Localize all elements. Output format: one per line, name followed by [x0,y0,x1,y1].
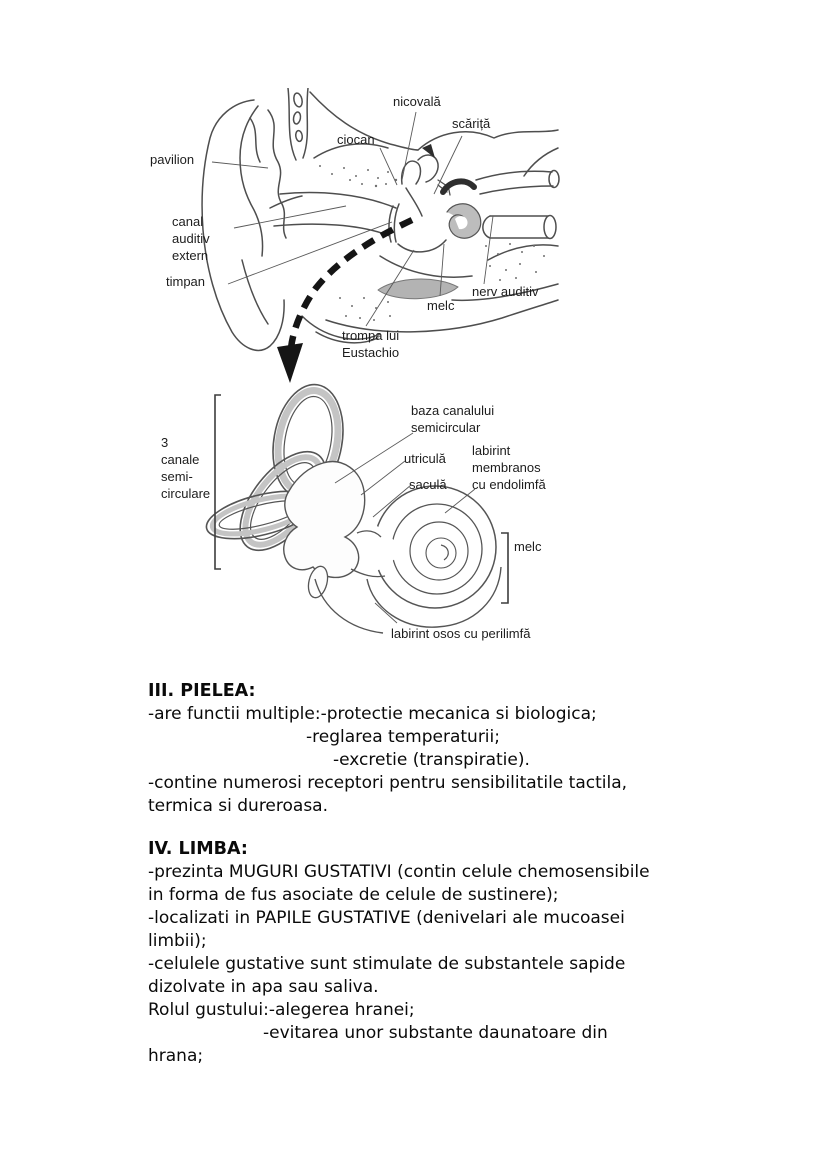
bone-stipple-dots [319,165,545,321]
vestibule-shape [283,460,366,579]
text-line: limbii); [148,931,207,951]
section-limba: IV. LIMBA: -prezinta MUGURI GUSTATIVI (c… [148,838,758,1068]
text-line: -excretie (transpiratie). [333,750,530,770]
label-3-canale: 3 canale semi- circulare [161,435,211,501]
label-scarita: scăriță [452,116,491,131]
label-utricula: utriculă [404,451,446,466]
label-melc: melc [427,298,455,313]
label-labirint-membranos: labirint membranos cu endolimfă [472,443,546,492]
text-line: -contine numerosi receptori pentru sensi… [148,773,628,793]
dashed-arrow [277,217,414,383]
text-line: Rolul gustului:-alegerea hranei; [148,1000,415,1020]
label-baza-canalului: baza canalului semicircular [411,403,495,435]
label-nerv-auditiv: nerv auditiv [472,284,539,299]
ear-cross-section-drawing-icon [201,88,560,383]
text-line: -localizati in PAPILE GUSTATIVE (denivel… [148,908,625,928]
label-melc-2: melc [514,539,542,554]
ear-cross-section-figure: pavilion canal auditiv extern timpan cio… [150,88,560,385]
inner-ear-drawing-icon [205,383,509,634]
left-bracket [214,394,221,570]
text-line: -prezinta MUGURI GUSTATIVI (contin celul… [148,862,650,882]
inner-ear-figure: 3 canale semi- circulare baza canalului … [145,383,557,653]
label-timpan: timpan [166,274,206,289]
section-pielea-heading: III. PIELEA: [148,681,256,701]
label-pavilion: pavilion [150,152,195,167]
label-sacula: saculă [409,477,447,492]
section-pielea: III. PIELEA: -are functii multiple:-prot… [148,680,758,818]
text-line: -celulele gustative sunt stimulate de su… [148,954,626,974]
leader-lines [211,111,494,327]
text-line: -are functii multiple:-protectie mecanic… [148,704,597,724]
section-limba-heading: IV. LIMBA: [148,839,248,859]
right-bracket [501,532,509,604]
label-labirint-osos: labirint osos cu perilimfă [391,626,531,641]
label-nicovala: nicovală [393,94,441,109]
text-line: dizolvate in apa sau saliva. [148,977,379,997]
leader-lines [334,432,476,624]
label-ciocan: ciocan [337,132,375,147]
text-line: -reglarea temperaturii; [306,727,500,747]
notes-text-block: III. PIELEA: -are functii multiple:-prot… [148,680,758,1068]
text-line: in forma de fus asociate de celule de su… [148,885,559,905]
text-line: hrana; [148,1046,204,1066]
text-line: -evitarea unor substante daunatoare din [263,1023,608,1043]
label-trompa: trompa lui Eustachio [342,328,400,360]
sac-shape [307,565,329,599]
text-line: termica si dureroasa. [148,796,329,816]
label-canal-auditiv: canal auditiv extern [172,214,210,263]
